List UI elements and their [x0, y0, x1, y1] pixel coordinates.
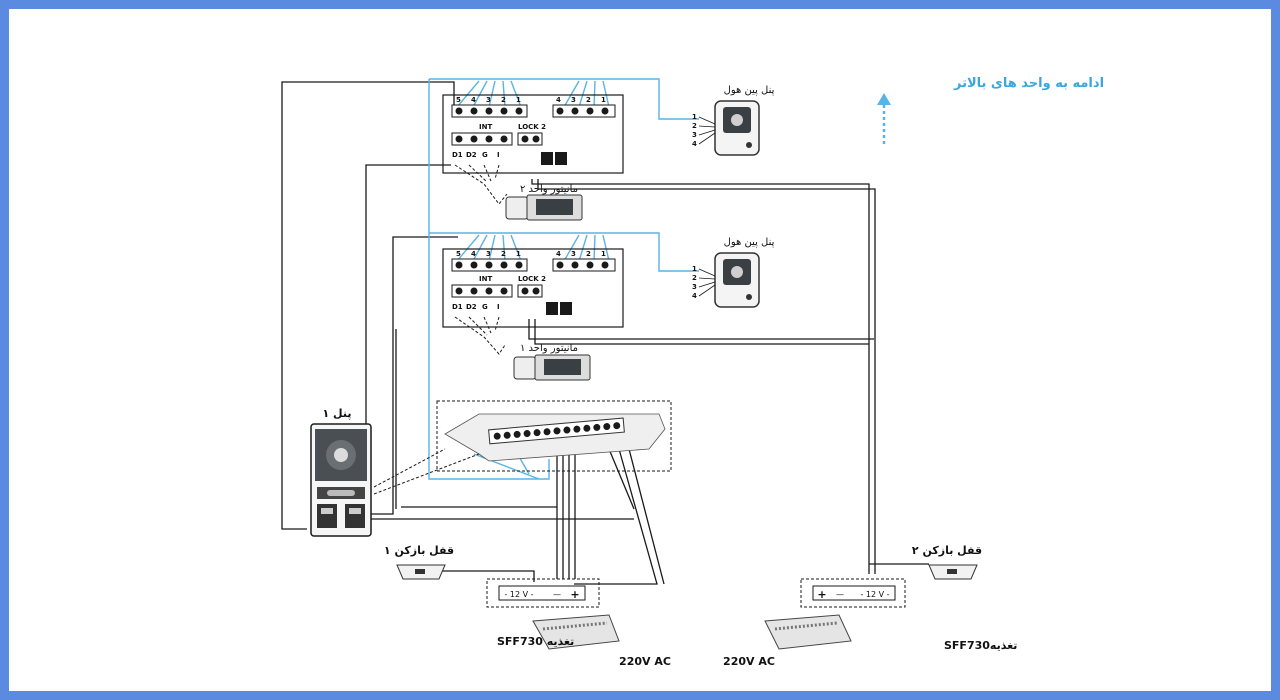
t2-p1: 1: [601, 96, 606, 104]
lock-1-label: قفل بازکن ۱: [384, 544, 454, 557]
t2-int-label: INT: [479, 123, 492, 131]
t1-n1: 1: [516, 250, 521, 258]
monitor-unit-2: مانیتور واحد ۲: [505, 184, 583, 221]
t1-i: I: [497, 303, 500, 311]
hall-u-pin2: 2: [692, 122, 697, 130]
ac-left-label: 220V AC: [619, 655, 671, 668]
hall-panel-upper: پنل پین هول 1 2 3 4: [692, 85, 775, 156]
panel-terminal-zoom: [436, 400, 672, 472]
monitor-unit-1: مانیتور واحد ۱: [513, 343, 591, 381]
t2-n4: 4: [471, 96, 476, 104]
t2-d2: D2: [466, 151, 477, 159]
psu-left: - 12 V - — + تغذیه SFF730 220V AC: [486, 578, 671, 668]
lock-1: قفل بازکن ۱: [384, 544, 454, 580]
psu-right-plus: +: [817, 588, 826, 601]
psu-right-label: تغذیهSFF730: [944, 639, 1017, 652]
t2-p2: 2: [586, 96, 591, 104]
hall-l-pin3: 3: [692, 283, 697, 291]
t2-lock-label: LOCK 2: [518, 123, 546, 131]
t2-g: G: [482, 151, 488, 159]
t2-n1: 1: [516, 96, 521, 104]
hall-u-pin3: 3: [692, 131, 697, 139]
continue-arrow-head: [877, 93, 891, 105]
psu-right-minus: —: [836, 590, 844, 599]
t2-d1: D1: [452, 151, 463, 159]
t1-g: G: [482, 303, 488, 311]
street-panel-1: پنل ۱: [310, 407, 372, 537]
t1-p1: 1: [601, 250, 606, 258]
hall-panel-lower-label: پنل پین هول: [724, 237, 775, 248]
monitor-unit-1-label: مانیتور واحد ۱: [520, 343, 578, 354]
t1-int-label: INT: [479, 275, 492, 283]
t1-d1: D1: [452, 303, 463, 311]
wiring-diagram: ادامه به واحد های بالاتر: [281, 76, 1104, 668]
hall-panel-upper-label: پنل پین هول: [724, 85, 775, 96]
hall-l-pin2: 2: [692, 274, 697, 282]
psu-left-minus: —: [553, 590, 561, 599]
black-wires-psu: [314, 179, 929, 585]
monitor-unit-2-label: مانیتور واحد ۲: [520, 184, 578, 195]
lock-2: قفل بازکن ۲: [912, 544, 982, 580]
diagram-frame: ادامه به واحد های بالاتر: [9, 9, 1271, 691]
t2-p4: 4: [556, 96, 561, 104]
unit-1-terminal-block: 5 4 3 2 1 4 3 2 1 INT D1 D2 G I LOCK 2: [442, 248, 624, 328]
panel-zoom-dashed-links: [373, 448, 480, 495]
psu-left-volt: - 12 V -: [504, 590, 533, 599]
t1-p2: 2: [586, 250, 591, 258]
continue-upper-label: ادامه به واحد های بالاتر: [953, 76, 1104, 91]
lock-2-label: قفل بازکن ۲: [912, 544, 982, 557]
panel-1-label: پنل ۱: [323, 407, 352, 420]
hall-u-pin1: 1: [692, 113, 697, 121]
t2-n2: 2: [501, 96, 506, 104]
psu-left-plus: +: [570, 588, 579, 601]
psu-right: + — - 12 V - تغذیهSFF730 220V AC: [723, 578, 1017, 668]
t2-n5: 5: [456, 96, 461, 104]
t1-n4: 4: [471, 250, 476, 258]
t1-n5: 5: [456, 250, 461, 258]
t1-dashed-links: [454, 316, 506, 355]
t1-n2: 2: [501, 250, 506, 258]
ac-right-label: 220V AC: [723, 655, 775, 668]
hall-l-pin4: 4: [692, 292, 697, 300]
t2-p3: 3: [571, 96, 576, 104]
unit-2-terminal-block: 5 4 3 2 1 4 3 2 1 INT D1 D2 G I LOCK 2: [442, 94, 624, 174]
hall-u-pin4: 4: [692, 140, 697, 148]
t1-p4: 4: [556, 250, 561, 258]
t1-p3: 3: [571, 250, 576, 258]
t1-d2: D2: [466, 303, 477, 311]
t1-n3: 3: [486, 250, 491, 258]
t1-lock-label: LOCK 2: [518, 275, 546, 283]
hall-l-pin1: 1: [692, 265, 697, 273]
t2-n3: 3: [486, 96, 491, 104]
hall-panel-lower: پنل پین هول 1 2 3 4: [692, 237, 775, 308]
psu-right-volt: - 12 V -: [860, 590, 889, 599]
t2-dashed-links: [454, 164, 508, 205]
psu-left-label: تغذیه SFF730: [497, 635, 574, 648]
t2-i: I: [497, 151, 500, 159]
